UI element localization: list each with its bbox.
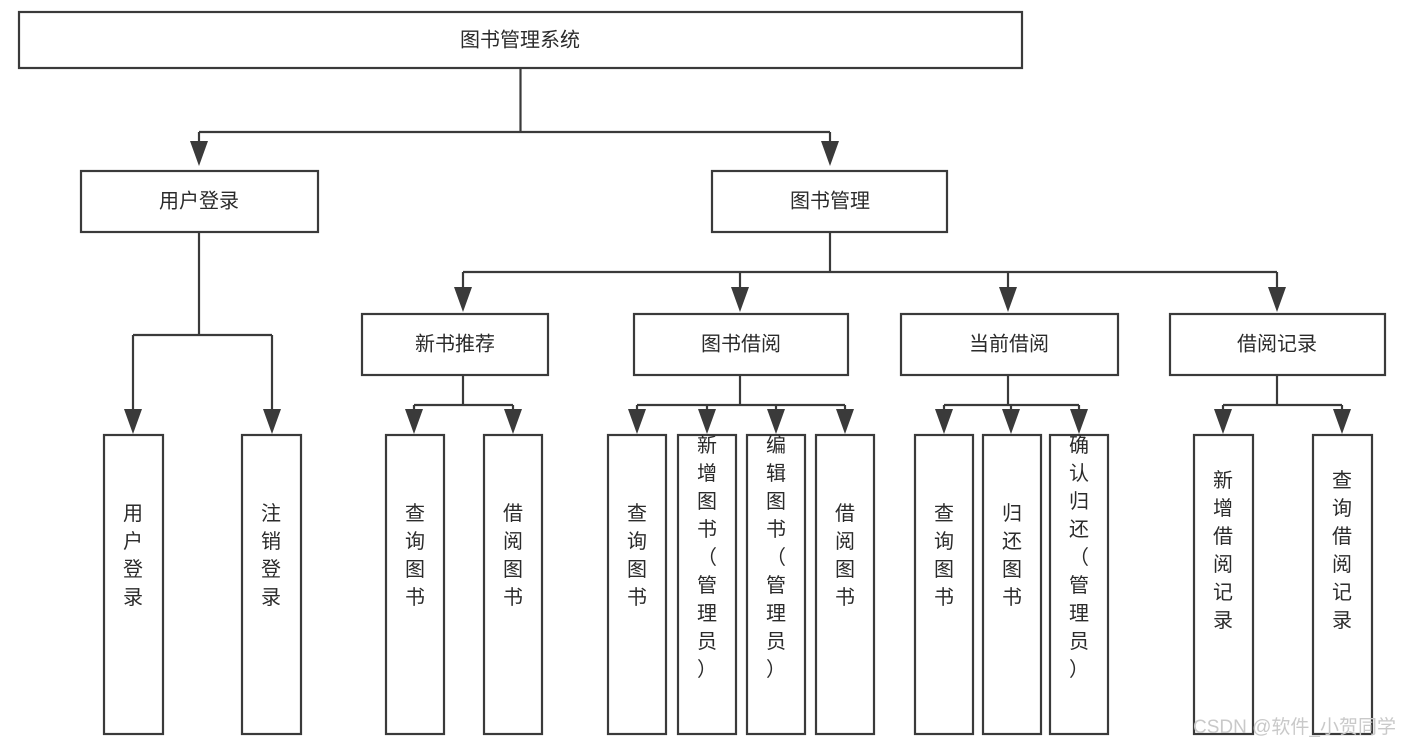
arrowhead-borrowrecord <box>1268 287 1286 312</box>
watermark-label: CSDN @软件_小贺同学 <box>1193 716 1396 738</box>
node-current-borrow[interactable]: 当前借阅 <box>899 312 1120 377</box>
leaf-book-borrow-3-box[interactable] <box>745 433 807 736</box>
connector-group-newbook <box>405 375 522 434</box>
leaf-user-login-2-box[interactable] <box>240 433 303 736</box>
connector-group-bookborrow <box>628 375 854 434</box>
arrowhead-newbook <box>454 287 472 312</box>
leaf-book-borrow-3[interactable]: 编辑图书（管理员） <box>745 433 807 736</box>
leaf-book-borrow-1-label: 查询图书 <box>627 502 647 609</box>
leaf-user-login-2-label: 注销登录 <box>261 502 281 609</box>
arrowhead-user-login <box>190 141 208 166</box>
arrowhead-nb-leaf2 <box>504 409 522 434</box>
arrowhead-bb-leaf2 <box>698 409 716 434</box>
leaf-borrow-record-1[interactable]: 新增借阅记录 <box>1192 433 1255 736</box>
arrowhead-bookborrow <box>731 287 749 312</box>
node-root-box[interactable] <box>17 10 1024 70</box>
node-current-borrow-box[interactable] <box>899 312 1120 377</box>
node-book-borrow-box[interactable] <box>632 312 850 377</box>
leaf-book-borrow-2[interactable]: 新增图书（管理员） <box>676 433 738 736</box>
node-new-book-recommend-label: 新书推荐 <box>415 332 495 355</box>
arrowhead-cb-leaf2 <box>1002 409 1020 434</box>
leaf-current-borrow-1-box[interactable] <box>913 433 975 736</box>
node-book-manage-box[interactable] <box>710 169 949 234</box>
leaf-new-book-2-label: 借阅图书 <box>503 502 523 609</box>
leaf-book-borrow-2-label: 新增图书（管理员） <box>697 434 717 681</box>
leaf-new-book-1-box[interactable] <box>384 433 446 736</box>
connector-group-root <box>190 68 839 166</box>
arrowhead-br-leaf1 <box>1214 409 1232 434</box>
node-new-book-recommend[interactable]: 新书推荐 <box>360 312 550 377</box>
leaf-user-login-1-label: 用户登录 <box>123 503 143 609</box>
node-user-login-label: 用户登录 <box>159 189 239 212</box>
connector-group-book-manage <box>454 232 1286 312</box>
arrowhead-bb-leaf1 <box>628 409 646 434</box>
leaf-current-borrow-2[interactable]: 归还图书 <box>981 433 1043 736</box>
node-borrow-record-label: 借阅记录 <box>1237 332 1317 355</box>
leaf-new-book-1-label: 查询图书 <box>405 502 425 609</box>
leaf-current-borrow-1-label: 查询图书 <box>934 502 954 609</box>
node-new-book-recommend-box[interactable] <box>360 312 550 377</box>
node-book-borrow[interactable]: 图书借阅 <box>632 312 850 377</box>
arrowhead-ul-leaf2 <box>263 409 281 434</box>
arrowhead-cb-leaf1 <box>935 409 953 434</box>
leaf-current-borrow-2-box[interactable] <box>981 433 1043 736</box>
arrowhead-bb-leaf4 <box>836 409 854 434</box>
leaf-book-borrow-1-box[interactable] <box>606 433 668 736</box>
leaf-current-borrow-3[interactable]: 确认归还（管理员） <box>1048 433 1110 736</box>
leaf-new-book-1[interactable]: 查询图书 <box>384 433 446 736</box>
leaf-current-borrow-3-label: 确认归还（管理员） <box>1069 434 1089 681</box>
leaf-book-borrow-4-label: 借阅图书 <box>835 502 855 609</box>
node-book-borrow-label: 图书借阅 <box>701 332 781 355</box>
connector-group-borrowrecord <box>1214 375 1351 434</box>
node-book-manage-label: 图书管理 <box>790 189 870 212</box>
leaf-user-login-1-box[interactable] <box>102 433 165 736</box>
leaf-book-borrow-4[interactable]: 借阅图书 <box>814 433 876 736</box>
leaf-current-borrow-2-label: 归还图书 <box>1002 502 1022 609</box>
node-current-borrow-label: 当前借阅 <box>969 332 1049 355</box>
leaf-book-borrow-3-label: 编辑图书（管理员） <box>766 434 786 681</box>
leaf-borrow-record-1-box[interactable] <box>1192 433 1255 736</box>
leaf-user-login-1[interactable]: 用户登录 <box>102 433 165 736</box>
leaf-borrow-record-2-box[interactable] <box>1311 433 1374 736</box>
leaf-borrow-record-2[interactable]: 查询借阅记录 <box>1311 433 1374 736</box>
leaf-current-borrow-3-box[interactable] <box>1048 433 1110 736</box>
leaf-current-borrow-1[interactable]: 查询图书 <box>913 433 975 736</box>
node-user-login-box[interactable] <box>79 169 320 234</box>
leaf-book-borrow-2-box[interactable] <box>676 433 738 736</box>
leaf-new-book-2[interactable]: 借阅图书 <box>482 433 544 736</box>
node-user-login[interactable]: 用户登录 <box>79 169 320 234</box>
arrowhead-nb-leaf1 <box>405 409 423 434</box>
node-root-system[interactable]: 图书管理系统 <box>17 10 1024 70</box>
leaf-new-book-2-box[interactable] <box>482 433 544 736</box>
node-borrow-record-box[interactable] <box>1168 312 1387 377</box>
arrowhead-br-leaf2 <box>1333 409 1351 434</box>
arrowhead-ul-leaf1 <box>124 409 142 434</box>
connector-group-user-login <box>124 232 281 434</box>
leaf-borrow-record-1-label: 新增借阅记录 <box>1213 469 1233 632</box>
arrowhead-book-manage <box>821 141 839 166</box>
leaf-user-login-2[interactable]: 注销登录 <box>240 433 303 736</box>
arrowhead-bb-leaf3 <box>767 409 785 434</box>
node-borrow-record[interactable]: 借阅记录 <box>1168 312 1387 377</box>
leaf-book-borrow-4-box[interactable] <box>814 433 876 736</box>
arrowhead-currentborrow <box>999 287 1017 312</box>
node-root-label: 图书管理系统 <box>460 28 580 51</box>
connector-group-currentborrow <box>935 375 1088 434</box>
arrowhead-cb-leaf3 <box>1070 409 1088 434</box>
node-book-manage[interactable]: 图书管理 <box>710 169 949 234</box>
leaf-borrow-record-2-label: 查询借阅记录 <box>1332 469 1352 632</box>
leaf-book-borrow-1[interactable]: 查询图书 <box>606 433 668 736</box>
